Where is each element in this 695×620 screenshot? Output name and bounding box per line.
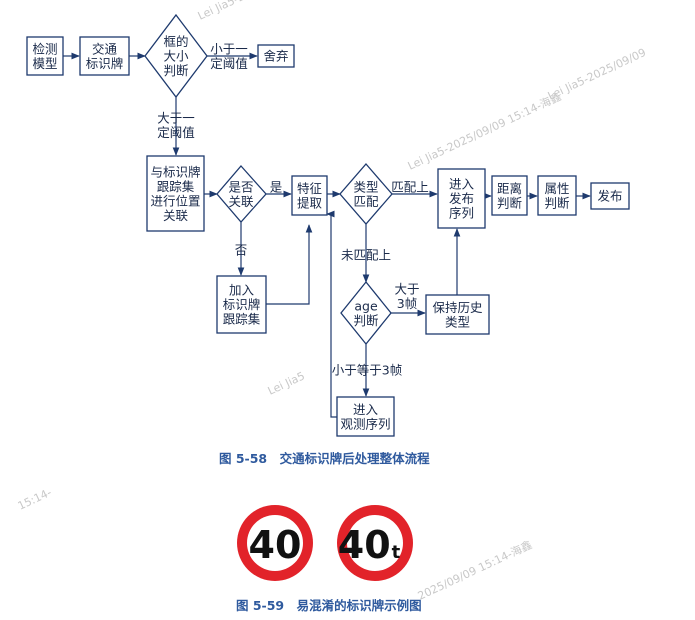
node-publish [590, 182, 630, 210]
watermark-text: 15:14- [16, 486, 54, 513]
label-box-size: 框的大小判断 [163, 34, 189, 78]
label-edge-matched: 匹配上 [391, 180, 429, 195]
node-feature-extract [291, 175, 328, 216]
watermark-text: 2025/09/09 15:14-海鑫 [415, 537, 534, 602]
watermark-layer: Lei Jia5-2025/09/09 15:14- Lei Jia5-2025/0… [16, 0, 648, 603]
flowchart-edges [63, 52, 591, 418]
watermark-text: Lei Jia5-2025/09/09 [546, 46, 648, 103]
node-attribute-judge [537, 175, 577, 216]
node-keep-history [425, 294, 490, 335]
label-edge-yes: 是 [270, 180, 283, 195]
label-edge-le3: 小于等于3帧 [332, 363, 402, 378]
figure-caption-5-58: 图 5-58 交通标识牌后处理整体流程 [219, 451, 430, 466]
sign-40t: 40t [337, 505, 413, 581]
label-associated-q: 是否关联 [228, 179, 254, 209]
label-edge-lt-threshold: 小于一定阈值 [210, 41, 248, 71]
watermark-text: Lei Jia5-2025/09/09 15:14-海鑫 [405, 89, 563, 173]
sign-40-face [247, 515, 303, 571]
node-observe-seq [336, 396, 395, 437]
label-discard: 舍弃 [263, 49, 288, 64]
label-add-track-set: 加入标识牌跟踪集 [223, 283, 261, 327]
sign-examples: 40 40t [237, 505, 413, 581]
label-feature-extract: 特征提取 [297, 181, 323, 211]
node-box-size [144, 13, 208, 99]
label-observe-seq: 进入观测序列 [340, 402, 390, 432]
watermark-text: Lei Jia5-2025/09/09 [196, 0, 298, 23]
node-type-match [339, 163, 393, 225]
node-discard [257, 44, 295, 68]
label-publish-seq: 进入发布序列 [449, 177, 475, 221]
label-distance-judge: 距离判断 [497, 181, 522, 211]
watermark-text: Lei Jia5 [266, 369, 307, 397]
figure-caption-5-59: 图 5-59 易混淆的标识牌示例图 [236, 598, 422, 613]
label-publish: 发布 [597, 189, 622, 204]
label-associate-tracks: 与标识牌跟踪集进行位置关联 [150, 164, 200, 223]
node-age-judge [340, 280, 392, 346]
label-detect-model: 检测模型 [32, 41, 57, 71]
flowchart-nodes [26, 13, 630, 437]
label-edge-no: 否 [235, 243, 248, 258]
edge-add-to-feature [266, 224, 313, 305]
node-associate-tracks [146, 155, 205, 232]
node-publish-seq [437, 168, 486, 229]
sign-40t-text: 40t [338, 523, 401, 567]
label-traffic-sign: 交通标识牌 [86, 41, 124, 71]
edge-observe-to-feature [326, 210, 337, 418]
node-associated-q [216, 165, 267, 223]
label-type-match: 类型匹配 [353, 179, 379, 209]
node-detect-model [26, 36, 64, 76]
label-edge-unmatched: 未匹配上 [341, 248, 391, 263]
sign-40-text: 40 [249, 523, 302, 567]
node-distance-judge [491, 175, 528, 216]
sign-40: 40 [237, 505, 313, 581]
label-attribute-judge: 属性判断 [544, 181, 569, 211]
label-keep-history: 保持历史类型 [432, 300, 483, 330]
label-edge-gt-threshold: 大于一定阈值 [157, 110, 195, 140]
node-add-track-set [216, 275, 267, 334]
node-traffic-sign [79, 36, 130, 76]
sign-40t-face [347, 515, 403, 571]
